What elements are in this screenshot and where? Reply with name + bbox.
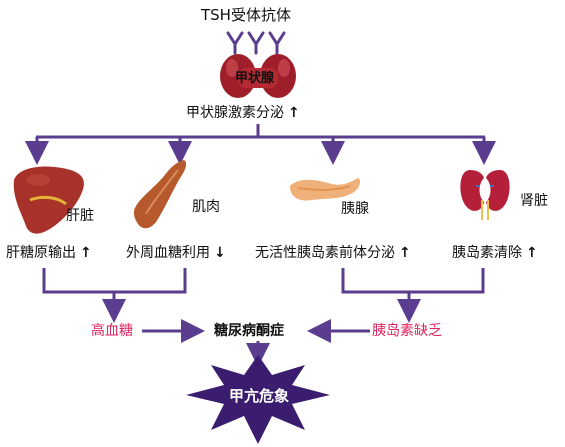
organ-kidney-label: 肾脏: [520, 193, 548, 209]
muscle-effect-label: 外周血糖利用: [126, 244, 226, 262]
organ-muscle-label: 肌肉: [192, 199, 220, 215]
pancreas-effect-label: 无活性胰岛素前体分泌: [255, 244, 411, 262]
liver-icon: [13, 166, 84, 234]
burst-star-icon: [186, 355, 330, 444]
ketoacidosis-label: 糖尿病酮症: [214, 323, 284, 339]
hyperglycemia-label: 高血糖: [91, 323, 133, 339]
kidney-icon: [460, 170, 510, 220]
muscle-icon: [133, 160, 187, 229]
organ-pancreas-label: 胰腺: [341, 201, 369, 217]
insulin-deficiency-label: 胰岛素缺乏: [372, 323, 442, 339]
receptor-antibody-label: TSH受体抗体: [201, 6, 291, 24]
thyroid-icon: [220, 54, 296, 98]
pancreas-icon: [290, 178, 361, 201]
organ-liver-label: 肝脏: [66, 208, 94, 224]
thyroid-label: 甲状腺: [235, 71, 275, 86]
thyroid-storm-label: 甲亢危象: [229, 387, 290, 405]
antibody-icon: [226, 31, 286, 55]
kidney-effect-label: 胰岛素清除: [452, 244, 538, 262]
liver-effect-label: 肝糖原输出: [6, 244, 92, 262]
hormone-secretion-label: 甲状腺激素分泌: [186, 104, 300, 122]
